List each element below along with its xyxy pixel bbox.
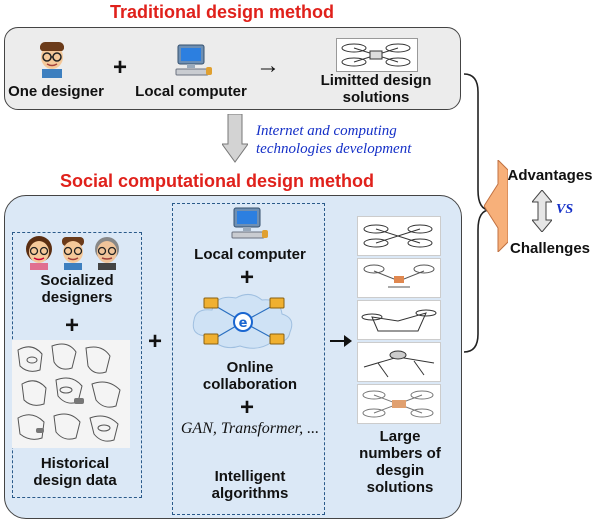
solution-sketch-4 [357, 342, 441, 382]
challenges-label: Challenges [509, 240, 591, 257]
online-network-icon: e [192, 294, 293, 349]
vs-label: VS [556, 202, 574, 217]
internet-development-note: Internet and computing technologies deve… [256, 123, 412, 157]
computer-icon [231, 207, 268, 239]
solution-sketch-3 [357, 300, 441, 340]
arrow-right: → [256, 52, 280, 79]
historical-data-label: Historical design data [33, 455, 117, 489]
socialized-designers-label: Socialized designers [40, 272, 114, 306]
traditional-title: Traditional design method [110, 2, 335, 22]
local-computer-label: Local computer [194, 246, 306, 263]
arrow-right-icon [330, 335, 352, 347]
gan-transformer-text: GAN, Transformer, ... [180, 420, 320, 437]
double-arrow-icon [532, 190, 552, 232]
computer-icon [175, 44, 212, 76]
solution-sketch-2 [357, 258, 441, 298]
drone-sketch-image [336, 38, 418, 72]
plus-sign: + [239, 264, 254, 291]
down-arrow-icon [222, 114, 248, 163]
solution-sketch-5 [357, 384, 441, 424]
svg-text:e: e [239, 316, 248, 331]
historical-sketches-image [12, 340, 130, 448]
plus-sign: + [147, 328, 162, 355]
intelligent-algorithms-label: Intelligent algorithms [211, 468, 289, 502]
solution-sketch-1 [357, 216, 441, 256]
older-designer-icon [95, 237, 119, 270]
plus-sign: + [239, 394, 254, 421]
social-title: Social computational design method [60, 171, 375, 191]
advantages-label: Advantages [507, 167, 593, 184]
plus-sign: + [112, 54, 127, 81]
technology-panel [172, 203, 325, 515]
one-designer-label: One designer [8, 83, 104, 100]
female-designer-icon [26, 236, 52, 270]
local-computer-label: Local computer [135, 83, 247, 100]
designer-avatar-icon [40, 42, 64, 78]
large-solutions-label: Large numbers of desgin solutions [359, 428, 441, 496]
limited-solutions-label: Limitted design solutions [320, 72, 432, 106]
online-collaboration-label: Online collaboration [202, 359, 298, 393]
orange-arrow-icon [484, 160, 508, 252]
male-designer-icon [62, 237, 84, 270]
plus-sign: + [64, 312, 79, 339]
